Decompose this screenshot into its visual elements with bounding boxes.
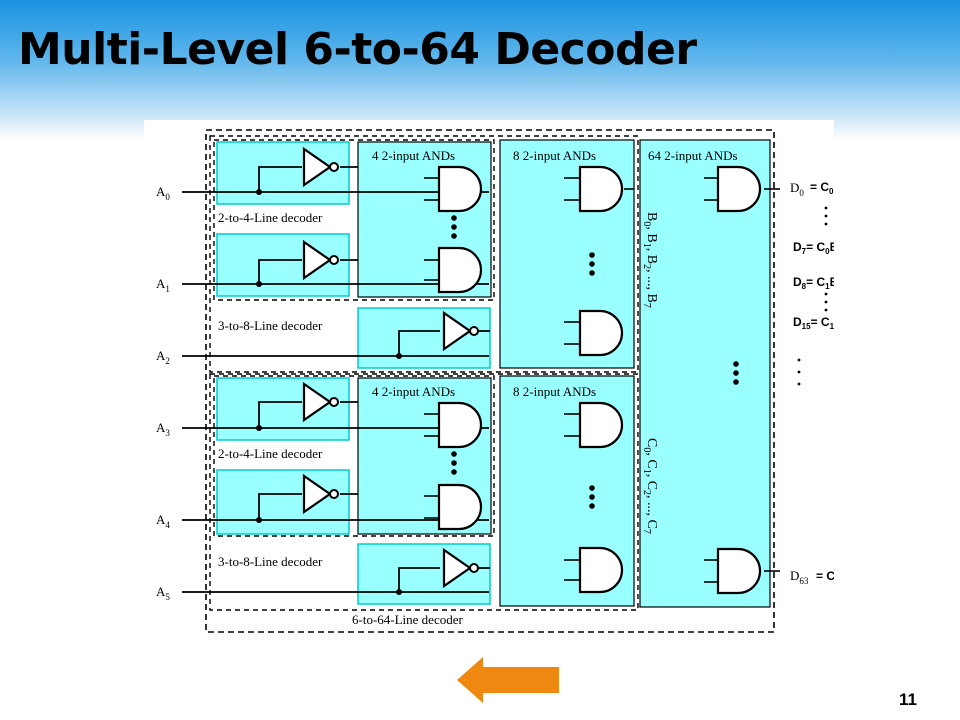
bus-label-c: C0, C1, C2, ..., C7 (641, 438, 659, 534)
dec-3to8-upper-box (209, 135, 639, 373)
and-gate-8b-7 (578, 546, 624, 594)
output-label-d63: D63 (790, 568, 809, 586)
input-label-a0: A0 (156, 184, 170, 202)
label-8ands-upper: 8 2-input ANDs (513, 148, 596, 163)
inverter-block-a5 (357, 543, 491, 605)
and-gate-4b-0 (437, 401, 483, 449)
and-gate-4a-3 (437, 246, 483, 294)
left-arrow-icon (457, 657, 559, 703)
and-gate-8a-7 (578, 309, 624, 357)
label-8ands-lower: 8 2-input ANDs (513, 384, 596, 399)
inverter-block-a1 (216, 233, 350, 297)
and-gate-64-63 (716, 547, 762, 595)
input-label-a5: A5 (156, 584, 170, 602)
and-gate-4a-0 (437, 165, 483, 213)
bus-label-b: B0, B1, B2, ..., B7 (641, 212, 659, 308)
and-gate-4b-3 (437, 483, 483, 531)
label-2to4-upper: 2-to-4-Line decoder (218, 210, 323, 225)
output-eq-d15: D15= C1B7 (793, 315, 834, 331)
input-label-a3: A3 (156, 420, 170, 438)
decoder-diagram: A0 A1 A2 A3 A4 A5 2-to-4-Line decoder 3-… (144, 120, 834, 642)
input-label-a1: A1 (156, 276, 170, 294)
and-gate-64-0 (716, 165, 762, 213)
and-gate-8a-0 (578, 165, 624, 213)
label-64ands: 64 2-input ANDs (648, 148, 738, 163)
label-4ands-lower: 4 2-input ANDs (372, 384, 455, 399)
output-label-d0: D0 (790, 180, 804, 198)
inverter-block-a4 (216, 469, 350, 535)
input-label-a4: A4 (156, 512, 170, 530)
output-eq-d63: = C7B7 (816, 569, 834, 585)
output-eq-d8: D8= C1B0 (793, 275, 834, 291)
label-3to8-lower: 3-to-8-Line decoder (218, 554, 323, 569)
dec-2to4-lower-box (213, 375, 495, 537)
back-arrow-button[interactable] (457, 657, 561, 708)
output-eq-d0: = C0B0 (810, 180, 834, 196)
ellipsis-dots (451, 215, 739, 509)
and-gate-8b-0 (578, 401, 624, 449)
page-number: 11 (899, 690, 917, 709)
input-label-a2: A2 (156, 348, 170, 366)
output-ellipsis-dots (797, 206, 828, 386)
page-title: Multi-Level 6-to-64 Decoder (18, 24, 697, 75)
decoder-6to64-box (205, 129, 775, 633)
dec-3to8-lower-box (209, 373, 639, 611)
label-6to64: 6-to-64-Line decoder (352, 612, 463, 627)
inverter-block-a2 (357, 307, 491, 369)
inverter-block-a0 (216, 141, 350, 205)
label-4ands-upper: 4 2-input ANDs (372, 148, 455, 163)
label-3to8-upper: 3-to-8-Line decoder (218, 318, 323, 333)
label-2to4-lower: 2-to-4-Line decoder (218, 446, 323, 461)
and-block-64 (639, 139, 771, 608)
dec-2to4-upper-box (213, 139, 495, 301)
inverter-block-a3 (216, 377, 350, 441)
output-eq-d7: D7= C0B7 (793, 240, 834, 256)
